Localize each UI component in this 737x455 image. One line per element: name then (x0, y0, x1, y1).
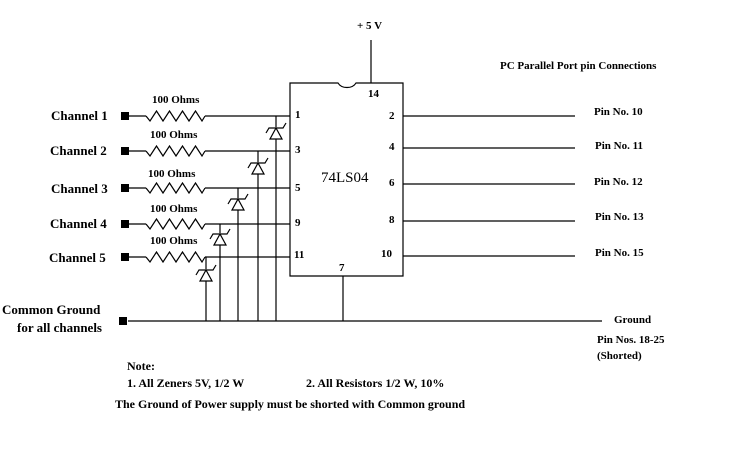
resistor-3-label: 100 Ohms (148, 168, 196, 180)
resistor-4-label: 100 Ohms (150, 203, 198, 215)
ground-shorted-label: (Shorted) (597, 350, 642, 362)
pin-7: 7 (339, 262, 345, 274)
pin-11: 11 (294, 249, 305, 261)
pin-10: 10 (381, 248, 392, 260)
pin-4: 4 (389, 141, 395, 153)
port-pin-12: Pin No. 12 (594, 176, 643, 188)
pin-9: 9 (295, 217, 301, 229)
zener-diode-4-bar (209, 228, 231, 240)
pin-2: 2 (389, 110, 395, 122)
resistor-1-label: 100 Ohms (152, 94, 200, 106)
port-pin-10: Pin No. 10 (594, 106, 643, 118)
note-item-1: 1. All Zeners 5V, 1/2 W (127, 376, 245, 390)
pin-6: 6 (389, 177, 395, 189)
channel-4-label: Channel 4 (50, 216, 107, 231)
power-label: + 5 V (357, 20, 383, 32)
port-pin-11: Pin No. 11 (595, 140, 643, 152)
resistor-2 (145, 144, 206, 158)
zener-diode-5-bar (195, 264, 217, 276)
channel-1-label: Channel 1 (51, 108, 108, 123)
pin-1: 1 (295, 109, 301, 121)
channel-1-terminal (121, 112, 129, 120)
channel-5-terminal (121, 253, 129, 261)
zener-diode-2-bar (247, 157, 269, 169)
note-item-2: 2. All Resistors 1/2 W, 10% (306, 376, 445, 390)
resistor-1 (145, 109, 206, 123)
common-ground-label: Common Ground (2, 302, 101, 317)
note-footer: The Ground of Power supply must be short… (115, 397, 466, 411)
channel-2-terminal (121, 147, 129, 155)
zener-diode-2-body (250, 161, 266, 175)
channel-2-label: Channel 2 (50, 143, 107, 158)
zener-diode-3-body (230, 197, 246, 211)
ground-pins-label: Pin Nos. 18-25 (597, 334, 665, 346)
pin-5: 5 (295, 182, 301, 194)
common-ground-sublabel: for all channels (17, 320, 102, 335)
zener-diode-4-body (212, 232, 228, 246)
chip-name: 74LS04 (321, 170, 369, 186)
channel-4-terminal (121, 220, 129, 228)
diagram-title: PC Parallel Port pin Connections (500, 60, 657, 72)
resistor-4 (145, 217, 206, 231)
port-pin-13: Pin No. 13 (595, 211, 644, 223)
channel-3-label: Channel 3 (51, 181, 108, 196)
zener-diode-3-bar (227, 193, 249, 205)
channel-3-terminal (121, 184, 129, 192)
resistor-5-label: 100 Ohms (150, 235, 198, 247)
resistor-5 (145, 250, 206, 264)
channel-5-label: Channel 5 (49, 250, 106, 265)
resistor-3 (145, 181, 206, 195)
ground-label: Ground (614, 314, 652, 326)
note-heading: Note: (127, 359, 155, 373)
port-pin-15: Pin No. 15 (595, 247, 644, 259)
resistor-2-label: 100 Ohms (150, 129, 198, 141)
zener-diode-1-bar (265, 122, 287, 134)
zener-diode-1-body (268, 126, 284, 140)
ground-terminal (119, 317, 127, 325)
pin-3: 3 (295, 144, 301, 156)
pin-14: 14 (368, 88, 379, 100)
ic-body (289, 82, 404, 277)
pin-8: 8 (389, 214, 395, 226)
zener-diode-5-body (198, 268, 214, 282)
